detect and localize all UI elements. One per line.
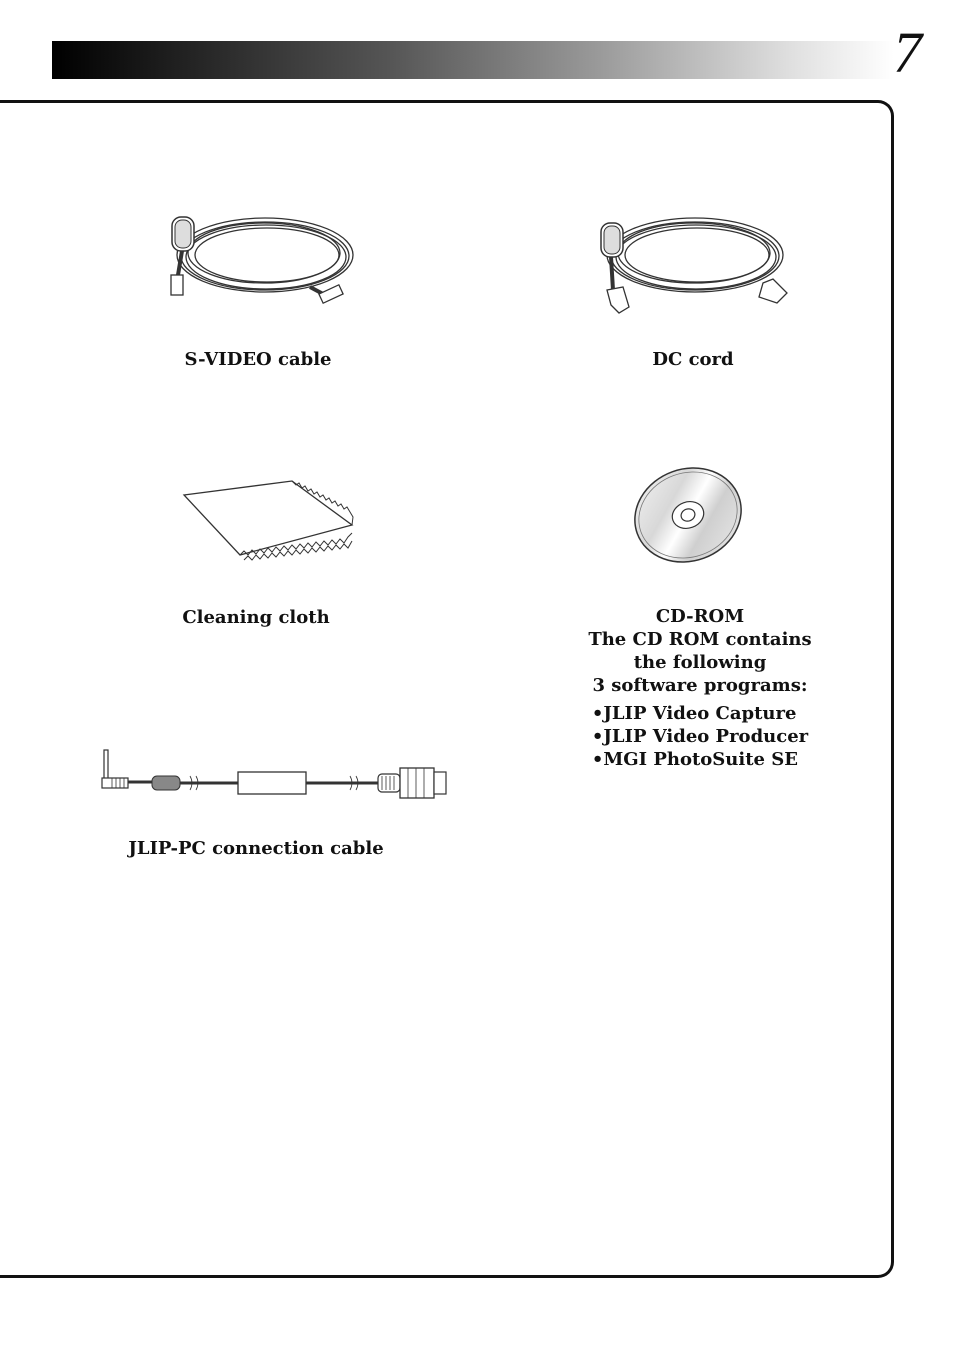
dc-cord-illustration [600,217,788,314]
software-program-item: •JLIP Video Producer [591,726,809,747]
dc-cord-label: DC cord [652,349,734,370]
cd-rom-description: CD-ROM The CD ROM contains the following… [560,605,840,771]
cd-rom-label: CD-ROM [655,606,745,627]
cleaning-cloth-label: Cleaning cloth [182,607,330,628]
cleaning-cloth-illustration [182,480,354,561]
content-frame [0,100,894,1278]
svideo-cable-illustration [170,216,354,305]
svideo-cable-label: S-VIDEO cable [184,349,332,370]
cd-rom-desc-line: The CD ROM contains [588,629,812,650]
cd-rom-desc-line: 3 software programs: [592,675,808,696]
cd-rom-illustration [634,467,742,563]
page-number: 7 [893,20,922,85]
jlip-pc-cable-label: JLIP-PC connection cable [128,838,384,859]
header-gradient-bar [52,41,894,79]
software-program-list: •JLIP Video Capture •JLIP Video Producer… [592,702,808,771]
cd-rom-desc-line: the following [633,652,767,673]
software-program-item: •JLIP Video Capture [591,703,797,724]
jlip-pc-cable-illustration [101,749,447,799]
software-program-item: •MGI PhotoSuite SE [591,749,798,770]
